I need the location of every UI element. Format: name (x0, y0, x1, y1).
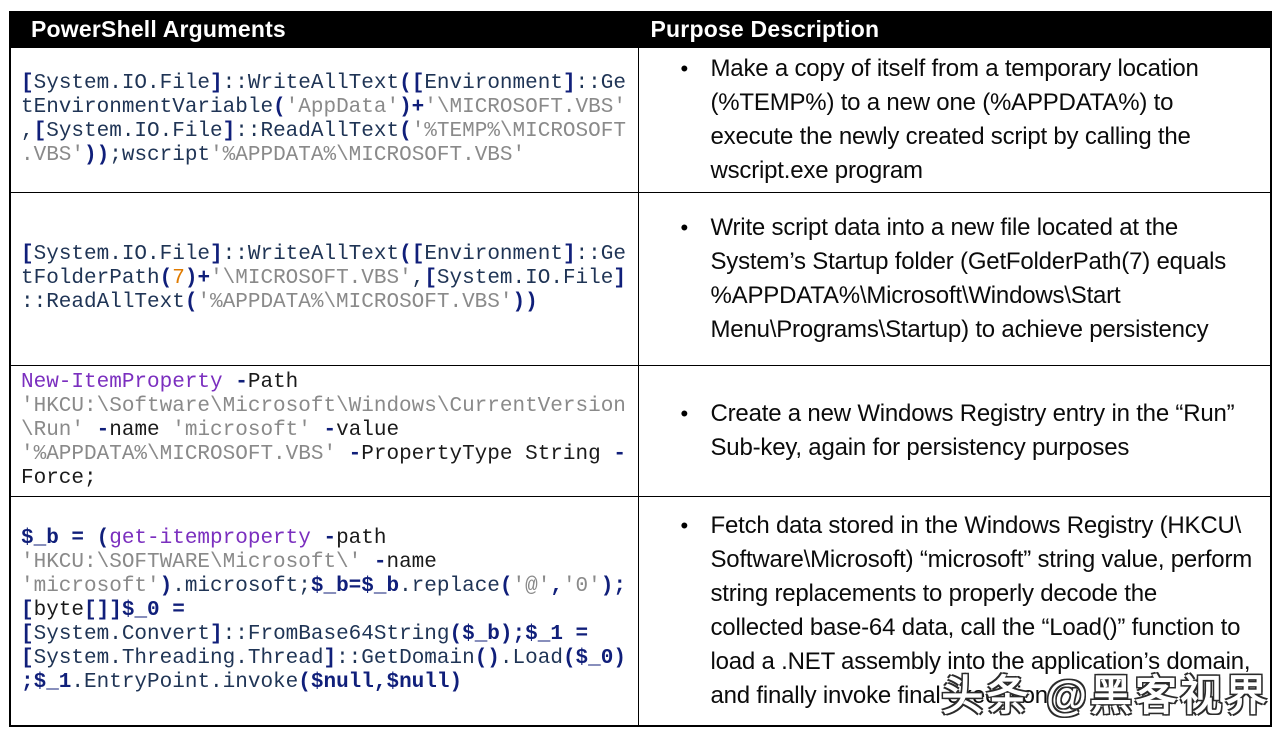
code-block: New-ItemProperty -Path 'HKCU:\Software\M… (21, 371, 626, 490)
powershell-arguments-cell: [System.IO.File]::WriteAllText([Environm… (9, 192, 639, 366)
table-header: PowerShell Arguments Purpose Description (9, 11, 1272, 48)
description-text: Create a new Windows Registry entry in t… (710, 400, 1235, 461)
description-text: Make a copy of itself from a temporary l… (710, 55, 1199, 184)
code-block: $_b = (get-itemproperty -path 'HKCU:\SOF… (21, 527, 626, 694)
purpose-description-cell: • Create a new Windows Registry entry in … (637, 365, 1272, 497)
purpose-description-cell: • Write script data into a new file locat… (637, 192, 1272, 366)
bullet-icon: • (680, 513, 689, 538)
table-row: $_b = (get-itemproperty -path 'HKCU:\SOF… (9, 496, 1272, 727)
table-row: [System.IO.File]::WriteAllText([Environm… (9, 47, 1272, 193)
powershell-arguments-cell: New-ItemProperty -Path 'HKCU:\Software\M… (9, 365, 639, 497)
powershell-arguments-cell: $_b = (get-itemproperty -path 'HKCU:\SOF… (9, 496, 639, 727)
purpose-description-cell: • Fetch data stored in the Windows Regist… (637, 496, 1272, 727)
code-block: [System.IO.File]::WriteAllText([Environm… (21, 243, 626, 314)
table-row: New-ItemProperty -Path 'HKCU:\Software\M… (9, 365, 1272, 497)
bullet-icon: • (680, 56, 689, 81)
code-block: [System.IO.File]::WriteAllText([Environm… (21, 72, 626, 167)
bullet-icon: • (680, 401, 689, 426)
column-header-purpose-description: Purpose Description (637, 11, 1272, 48)
description-text: Write script data into a new file locate… (710, 214, 1227, 343)
description-text: Fetch data stored in the Windows Registr… (710, 512, 1253, 709)
watermark: 头条 @黑客视界 (941, 672, 1270, 719)
powershell-purpose-table: PowerShell Arguments Purpose Description… (9, 11, 1272, 727)
column-header-powershell-arguments: PowerShell Arguments (9, 11, 639, 48)
table-body: [System.IO.File]::WriteAllText([Environm… (9, 47, 1272, 727)
table-row: [System.IO.File]::WriteAllText([Environm… (9, 192, 1272, 366)
bullet-icon: • (680, 215, 689, 240)
powershell-arguments-cell: [System.IO.File]::WriteAllText([Environm… (9, 47, 639, 193)
purpose-description-cell: • Make a copy of itself from a temporary … (637, 47, 1272, 193)
